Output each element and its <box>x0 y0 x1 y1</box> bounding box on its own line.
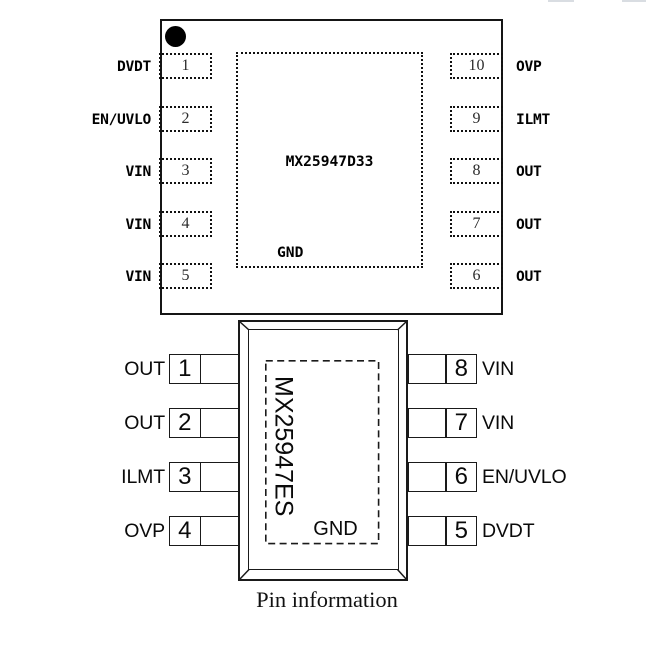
pin-number: 7 <box>454 409 468 436</box>
pin-box-divider <box>445 355 447 383</box>
edge-artifact <box>622 0 646 2</box>
pin-box: 3 <box>169 462 239 492</box>
pin-box-divider <box>445 409 447 437</box>
pin-number: 2 <box>181 110 190 127</box>
pin-label: OUT <box>124 411 165 434</box>
diagram-caption: Pin information <box>256 587 398 612</box>
pin-number: 4 <box>178 517 192 544</box>
pin-label: OUT <box>124 357 165 380</box>
gnd-pad-label-bottom: GND <box>313 518 358 540</box>
part-number-bottom: MX25947ES <box>269 376 298 517</box>
pin-box: 1 <box>159 53 212 79</box>
pin-label: VIN <box>482 411 515 434</box>
pin-box: 2 <box>159 106 212 132</box>
pin-label: OUT <box>516 267 542 285</box>
pin-number: 10 <box>468 57 485 74</box>
pin-box: 1 <box>169 354 239 384</box>
pin-box: 8 <box>450 158 503 184</box>
pin-box: 4 <box>159 211 212 237</box>
pin-number: 1 <box>178 355 192 382</box>
pin-label: OUT <box>516 162 542 180</box>
pin-box: 9 <box>450 106 503 132</box>
top-package-exposed-pad <box>236 52 423 268</box>
pin-label: OVP <box>516 57 542 75</box>
pin-box-divider <box>445 463 447 491</box>
pin-label: DVDT <box>117 57 151 75</box>
pin-number: 5 <box>181 267 190 284</box>
bottom-package-outline-outer <box>238 320 408 581</box>
pin-number: 1 <box>181 57 190 74</box>
pin-label: VIN <box>482 357 515 380</box>
pin-label: VIN <box>125 162 152 180</box>
pin-box: 10 <box>450 53 503 79</box>
pin-label: EN/UVLO <box>91 110 152 128</box>
pin-label: ILMT <box>121 465 165 488</box>
pin-box: 4 <box>169 516 239 546</box>
pin-number: 3 <box>178 463 192 490</box>
pin-label: OUT <box>516 215 542 233</box>
pin-box: 6 <box>408 462 477 492</box>
pin-label: VIN <box>125 267 152 285</box>
pin-label: OVP <box>124 519 165 542</box>
pin-number: 5 <box>454 517 468 544</box>
edge-artifact <box>548 0 574 2</box>
pin-number: 8 <box>472 162 481 179</box>
pin-box: 7 <box>450 211 503 237</box>
pin-label: DVDT <box>482 519 535 542</box>
pin-box: 8 <box>408 354 477 384</box>
pin-number: 6 <box>472 267 481 284</box>
pin-number: 9 <box>472 110 481 127</box>
pin-label: ILMT <box>516 110 550 128</box>
pin-box-divider <box>199 409 201 437</box>
pin-box: 5 <box>408 516 477 546</box>
pin-number: 6 <box>454 463 468 490</box>
part-number-top: MX25947D33 <box>285 152 374 170</box>
pin-number: 3 <box>181 162 190 179</box>
pin-box-divider <box>199 355 201 383</box>
gnd-pad-label-top: GND <box>277 243 304 261</box>
pin-number: 4 <box>181 215 190 232</box>
pin-label: VIN <box>125 215 152 233</box>
pin-box: 3 <box>159 158 212 184</box>
pin-box-divider <box>199 517 201 545</box>
pin-number: 7 <box>472 215 481 232</box>
pin1-indicator-dot <box>165 26 186 47</box>
pin-box: 2 <box>169 408 239 438</box>
pin-label: EN/UVLO <box>482 465 567 488</box>
bottom-package-outline-inner <box>248 329 399 570</box>
pin-box: 7 <box>408 408 477 438</box>
pin-box: 6 <box>450 263 503 289</box>
pin-box-divider <box>445 517 447 545</box>
pin-number: 2 <box>178 409 192 436</box>
pin-number: 8 <box>454 355 468 382</box>
pin-box: 5 <box>159 263 212 289</box>
pin-box-divider <box>199 463 201 491</box>
